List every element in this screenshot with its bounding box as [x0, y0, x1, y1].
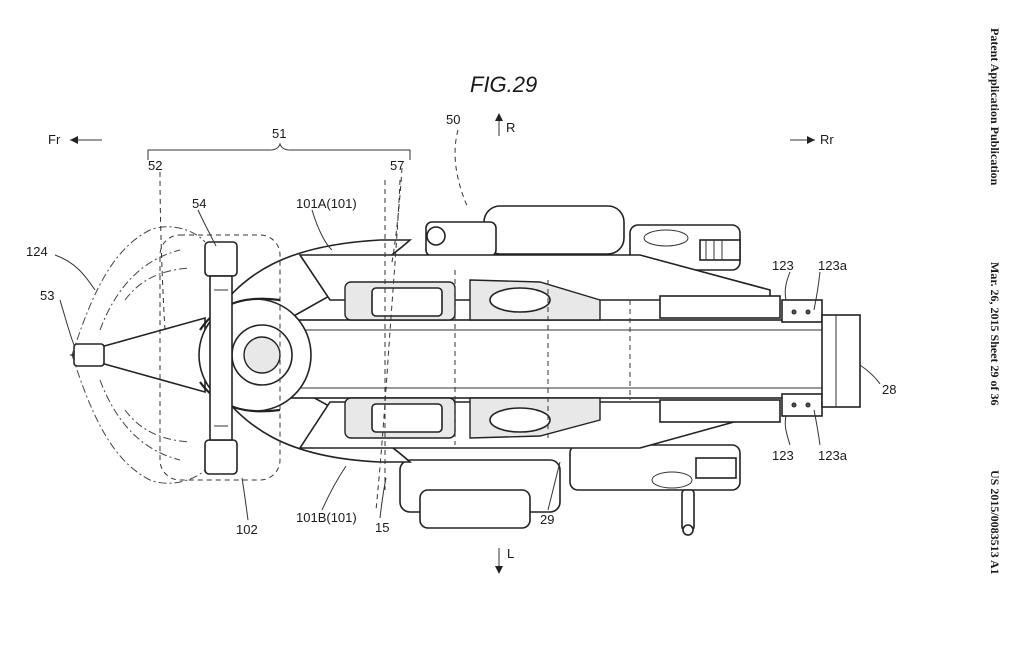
- label-50: 50: [446, 112, 460, 127]
- leader-lines: [54, 129, 881, 521]
- label-51: 51: [272, 126, 286, 141]
- front-fairing-124: [71, 226, 206, 484]
- front-pivot: [69, 297, 312, 413]
- label-102: 102: [236, 522, 258, 537]
- power-unit-50: [399, 205, 741, 536]
- front-direction-arrow: Fr: [48, 132, 102, 147]
- hidden-lines: [375, 179, 631, 511]
- right-label: R: [506, 120, 515, 135]
- label-15: 15: [375, 520, 389, 535]
- internal-components: [344, 279, 781, 439]
- front-brackets: [159, 234, 281, 481]
- header-publication: Patent Application Publication: [988, 28, 1002, 186]
- label-123a-bottom: 123a: [818, 448, 848, 463]
- rear-direction-arrow: Rr: [790, 132, 834, 147]
- label-57: 57: [390, 158, 404, 173]
- reference-numerals: 52 57 50 54 101A(101) 124 53 123 123a 28…: [26, 112, 896, 537]
- rear-label: Rr: [820, 132, 834, 147]
- label-123-bottom: 123: [772, 448, 794, 463]
- label-29: 29: [540, 512, 554, 527]
- label-123a-top: 123a: [818, 258, 848, 273]
- right-direction-arrow: R: [495, 113, 515, 136]
- label-101b: 101B(101): [296, 510, 357, 525]
- label-123-top: 123: [772, 258, 794, 273]
- left-direction-arrow: L: [495, 546, 514, 574]
- figure-title: FIG.29: [470, 72, 537, 97]
- label-124: 124: [26, 244, 48, 259]
- header-date-sheet: Mar. 26, 2015 Sheet 29 of 36: [988, 262, 1002, 406]
- header-number: US 2015/0083513 A1: [988, 470, 1002, 575]
- left-label: L: [507, 546, 514, 561]
- bracket-51: 51: [147, 126, 411, 160]
- label-28: 28: [882, 382, 896, 397]
- rear-clamp-28: [781, 299, 861, 417]
- label-53: 53: [40, 288, 54, 303]
- label-54: 54: [192, 196, 206, 211]
- label-101a: 101A(101): [296, 196, 357, 211]
- front-label: Fr: [48, 132, 61, 147]
- label-52: 52: [148, 158, 162, 173]
